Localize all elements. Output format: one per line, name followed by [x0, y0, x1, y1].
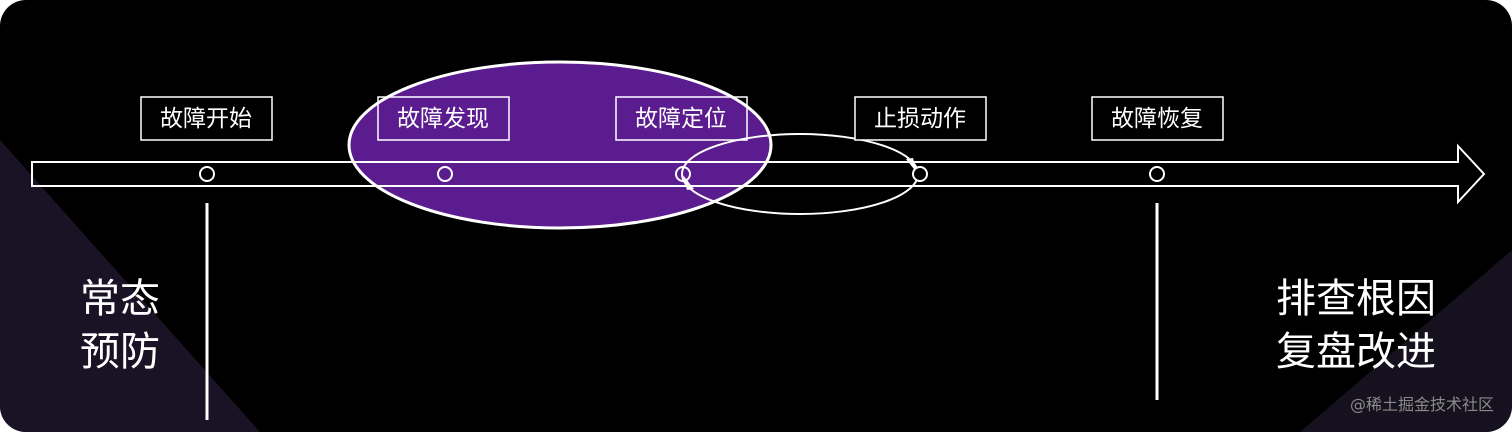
right-text-line2: 复盘改进 — [1276, 329, 1436, 375]
left-text-line1: 常态 — [80, 276, 160, 322]
stage-label-box — [140, 96, 273, 141]
stage-label: 故障开始 — [160, 106, 252, 132]
stage-label: 故障恢复 — [1111, 106, 1203, 132]
stage-marker — [1149, 166, 1165, 182]
corner-shade-right — [1300, 250, 1512, 432]
stage-label-box — [854, 96, 987, 141]
stage-label: 止损动作 — [874, 106, 966, 132]
watermark-text: @稀土掘金技术社区 — [1350, 395, 1494, 414]
stage-marker — [437, 166, 453, 182]
right-text-line1: 排查根因 — [1276, 276, 1436, 322]
corner-shade-left — [0, 140, 260, 432]
discovery-location-highlight — [347, 60, 773, 230]
stage-marker — [199, 166, 215, 182]
stage-label: 故障发现 — [397, 106, 489, 132]
stage-label: 故障定位 — [635, 106, 727, 132]
stage-marker — [675, 166, 691, 182]
stage-label-box — [377, 96, 510, 141]
stage-label-box — [615, 96, 748, 141]
timeline-arrow — [31, 143, 1486, 205]
loop-arrowhead-left — [683, 175, 694, 190]
stage-label-box — [1091, 96, 1224, 141]
stage-marker — [912, 166, 928, 182]
left-text-line2: 预防 — [80, 329, 160, 375]
